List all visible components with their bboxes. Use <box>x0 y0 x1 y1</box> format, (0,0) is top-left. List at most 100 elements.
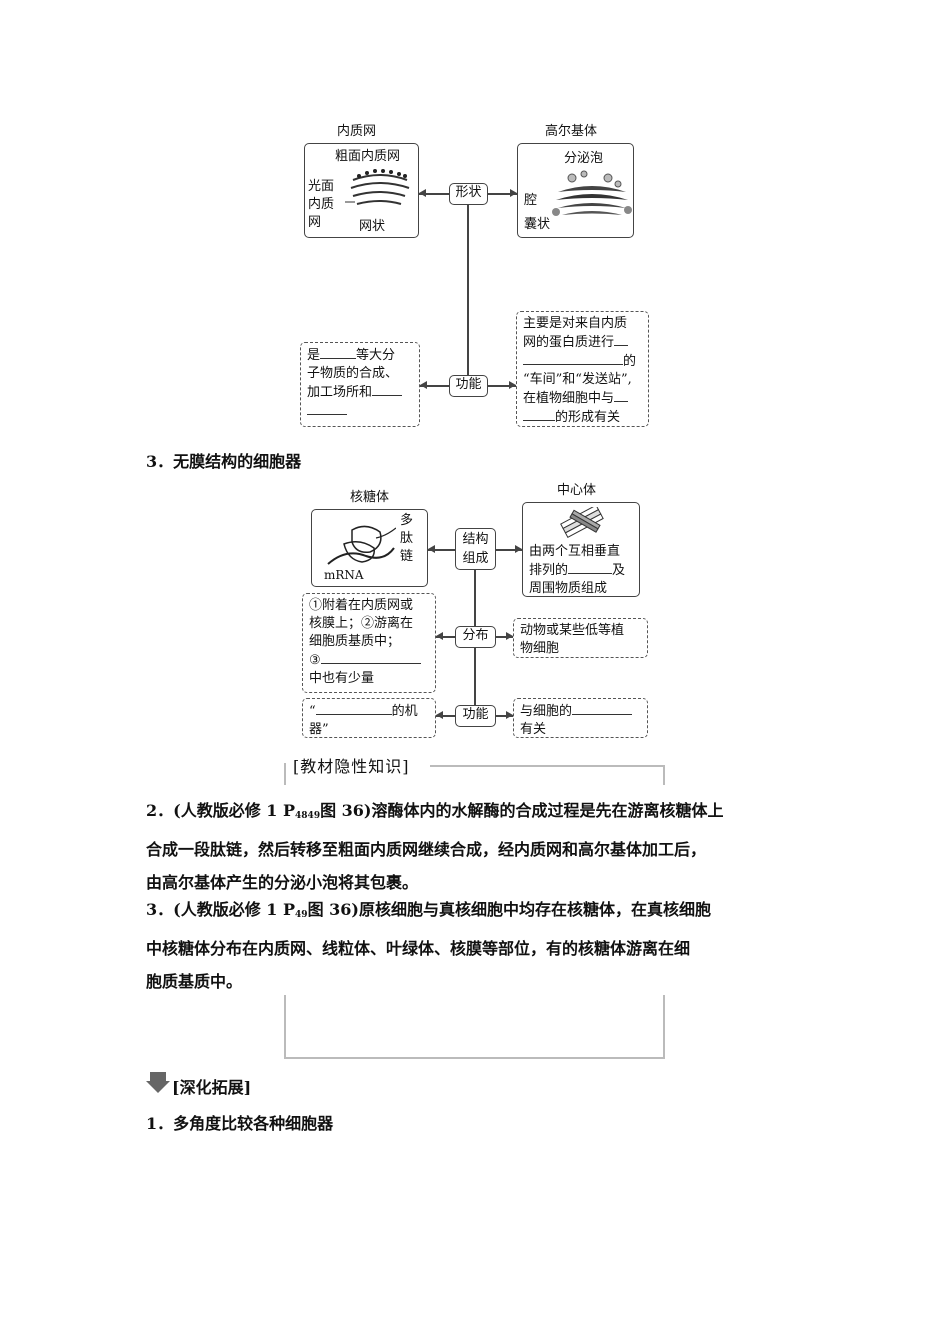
golgi-cavity-label: 腔 <box>524 193 538 208</box>
item-text: 合成一段肽链，然后转移至粗面内质网继续合成，经内质网和高尔基体加工后， <box>146 840 707 859</box>
item-source: (人教版必修 1 P <box>173 900 296 919</box>
peptide-label: 肽 <box>400 531 414 546</box>
golgi-func-text: 在植物细胞中与 <box>523 391 615 406</box>
er-func-text: 加工场所和 <box>307 385 373 400</box>
blank <box>320 346 357 359</box>
arrow-right-icon <box>506 711 513 719</box>
frame-border <box>284 1057 665 1059</box>
blank <box>614 389 629 402</box>
ribo-dist-text: 细胞质基质中； <box>309 634 401 649</box>
deepen-item: 1．多角度比较各种细胞器 <box>146 1114 334 1133</box>
frame-border <box>430 765 665 767</box>
ribo-dist-text: 核膜上；②游离在 <box>309 616 414 631</box>
centriole-struct-text: 由两个互相垂直 <box>529 544 621 559</box>
shape-label: 形状 <box>449 183 488 205</box>
connector <box>420 385 449 387</box>
hidden-knowledge-title: [教材隐性知识] <box>293 757 410 776</box>
item-text: 原核细胞与真核细胞中均存在核糖体，在真核细胞 <box>358 900 711 919</box>
golgi-func-text: 网的蛋白质进行 <box>523 335 615 350</box>
er-smooth-label-1: 光面 <box>308 179 335 194</box>
arrow-left-icon <box>436 711 443 719</box>
frame-border <box>284 763 286 785</box>
connector <box>488 385 516 387</box>
item-text: 胞质基质中。 <box>146 972 243 991</box>
down-arrow-icon <box>146 1072 170 1098</box>
er-shape-label: 网状 <box>359 219 386 234</box>
connector <box>419 193 449 195</box>
centriole-struct-text: 及 <box>612 563 626 578</box>
centriole-title: 中心体 <box>557 483 597 498</box>
golgi-title: 高尔基体 <box>545 124 598 139</box>
frame-border <box>663 765 665 785</box>
connector <box>436 715 455 717</box>
arrow-left-icon <box>428 545 435 553</box>
arrow-left-icon <box>436 632 443 640</box>
blank <box>572 702 633 715</box>
er-smooth-label-2: 内质 <box>308 197 335 212</box>
arrow-right-icon <box>506 632 513 640</box>
golgi-shape-label: 囊状 <box>524 217 551 232</box>
ribosome-illustration <box>327 525 396 565</box>
item-text: 由高尔基体产生的分泌小泡将其包裹。 <box>146 873 419 892</box>
ribo-dist-text: ①附着在内质网或 <box>309 598 414 613</box>
golgi-function-box: 主要是对来自内质 网的蛋白质进行 的 “车间”和“发送站”, 在植物细胞中与 的… <box>516 311 649 427</box>
connector <box>496 715 513 717</box>
structure-label: 结构 组成 <box>455 528 496 570</box>
golgi-func-text: 的 <box>623 354 637 369</box>
connector <box>467 205 469 375</box>
connector <box>488 193 517 195</box>
centriole-function-box: 与细胞的 有关 <box>513 698 648 738</box>
er-function-box: 是 等大分 子物质的合成、 加工场所和 <box>300 342 420 427</box>
blank <box>568 561 613 574</box>
function-label: 功能 <box>455 705 496 727</box>
hidden-item: 3．(人教版必修 1 P49图 36)原核细胞与真核细胞中均存在核糖体，在真核细… <box>146 893 826 998</box>
item-source-figure: 图 36) <box>307 900 359 919</box>
er-smooth-label-3: 网 <box>308 215 322 230</box>
section-heading: 3．无膜结构的细胞器 <box>146 452 302 471</box>
centriole-func-text: 有关 <box>520 722 547 737</box>
centriole-struct-text: 周围物质组成 <box>529 581 608 596</box>
ribosome-function-box: “的机 器” <box>302 698 436 738</box>
er-rough-label: 粗面内质网 <box>335 149 401 164</box>
item-text: 中核糖体分布在内质网、线粒体、叶绿体、核膜等部位，有的核糖体游离在细 <box>146 939 691 958</box>
arrow-right-icon <box>515 545 522 553</box>
connector <box>496 636 513 638</box>
frame-border <box>284 995 286 1059</box>
centriole-illustration <box>560 507 604 538</box>
centriole-struct-text: 排列的 <box>529 563 569 578</box>
connector <box>436 636 455 638</box>
er-func-text: 是 <box>307 348 321 363</box>
er-func-text: 子物质的合成、 <box>307 366 399 381</box>
golgi-func-text: 的形成有关 <box>555 410 621 425</box>
centriole-dist-text: 物细胞 <box>520 641 560 656</box>
ribo-dist-text: ③ <box>309 653 321 668</box>
arrow-right-icon <box>510 189 517 197</box>
deepen-title: [深化拓展] <box>172 1078 252 1097</box>
peptide-label: 链 <box>400 549 414 564</box>
er-title: 内质网 <box>337 124 377 139</box>
item-source: (人教版必修 1 P <box>173 801 296 820</box>
arrow-left-icon <box>419 189 426 197</box>
er-illustration <box>345 169 410 205</box>
golgi-func-text: 主要是对来自内质 <box>523 316 628 331</box>
blank <box>315 702 392 715</box>
centriole-dist-text: 动物或某些低等植 <box>520 623 625 638</box>
structure-label-line: 组成 <box>462 551 489 566</box>
item-number: 3． <box>146 900 174 919</box>
blank <box>372 383 403 396</box>
peptide-label: 多 <box>400 513 414 528</box>
arrow-left-icon <box>420 381 427 389</box>
ribo-func-text: “ <box>309 704 316 719</box>
ribo-dist-text: 中也有少量 <box>309 671 375 686</box>
item-text: 溶酶体内的水解酶的合成过程是先在游离核糖体上 <box>371 801 724 820</box>
hidden-item: 2．(人教版必修 1 P4849图 36)溶酶体内的水解酶的合成过程是先在游离核… <box>146 794 826 899</box>
item-source-page: 4849 <box>295 811 321 821</box>
golgi-box: 分泌泡 腔 囊状 <box>517 143 634 238</box>
item-source-page: 49 <box>295 910 308 920</box>
arrow-right-icon <box>509 381 516 389</box>
er-func-text: 等大分 <box>356 348 396 363</box>
distribution-label: 分布 <box>455 626 496 648</box>
item-number: 2． <box>146 801 174 820</box>
ribo-func-text: 的机 <box>391 704 418 719</box>
centriole-func-text: 与细胞的 <box>520 704 573 719</box>
